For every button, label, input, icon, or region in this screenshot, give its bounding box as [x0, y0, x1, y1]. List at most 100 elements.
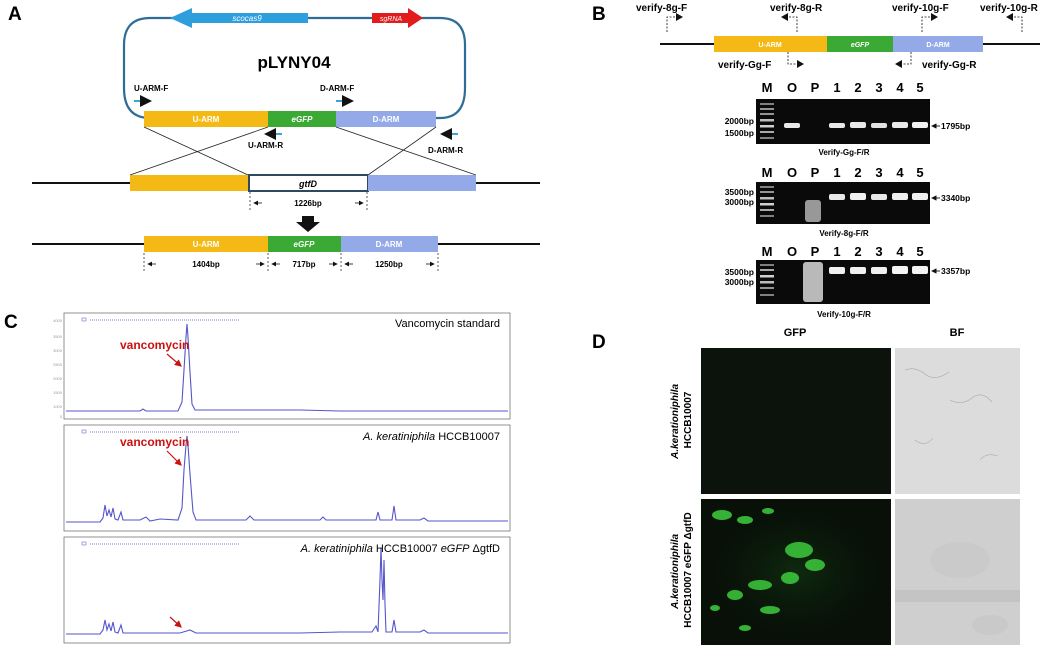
- gel1-lane-header: M O P 1 2 3 4 5: [762, 80, 924, 95]
- svg-text:3: 3: [875, 80, 882, 95]
- result-uarm-label: U-ARM: [193, 240, 220, 249]
- chromatogram-2-trace: [66, 435, 508, 523]
- gel1-image: [756, 99, 930, 144]
- scocas9-label: scocas9: [232, 14, 262, 23]
- locus-darm-label: D-ARM: [926, 42, 949, 49]
- svg-text:1000: 1000: [53, 404, 63, 409]
- panel-b-letter: B: [592, 4, 606, 25]
- chromosome-uarm: [130, 175, 248, 191]
- panel-d: D GFP BF A.kerationiphila HCCB10007 A.ke…: [592, 327, 1020, 645]
- gel3-bands: [760, 262, 928, 302]
- primer-10g-r-label: verify-10g-R: [980, 3, 1039, 14]
- gtfd-label: gtfD: [298, 179, 317, 189]
- chromatogram-2-frame: [63, 424, 511, 532]
- chromatogram-1-trace: [66, 323, 508, 412]
- column-bf-label: BF: [950, 327, 965, 339]
- gel2-band-size: 3340bp: [941, 193, 970, 203]
- chromatogram-1-title: Vancomycin standard: [395, 318, 500, 330]
- primer-10g-f-arrow: [931, 13, 938, 21]
- svg-text:M: M: [762, 244, 773, 259]
- svg-text:2500: 2500: [53, 362, 63, 367]
- svg-text:4: 4: [896, 80, 904, 95]
- svg-text:2000: 2000: [53, 376, 63, 381]
- insert-egfp: [268, 111, 336, 127]
- primer-gg-f-arrow: [797, 60, 804, 68]
- result-darm-label: D-ARM: [376, 240, 403, 249]
- scocas9-gene-arrow: [170, 8, 308, 28]
- chromatogram-3-arrow: [169, 616, 182, 628]
- chromosome-darm: [368, 175, 476, 191]
- primer-10g-f-label: verify-10g-F: [892, 3, 949, 14]
- primer-gg-f-label: verify-Gg-F: [718, 60, 771, 71]
- primer-darm-f-label: D-ARM-F: [320, 84, 354, 93]
- panel-d-letter: D: [592, 332, 606, 353]
- gel1-marker-lo: 1500bp: [725, 128, 754, 138]
- gel1-marker-hi: 2000bp: [725, 116, 754, 126]
- chromatogram-1-frame: [63, 312, 511, 420]
- column-gfp-label: GFP: [784, 327, 807, 339]
- gel3-marker-lo: 3000bp: [725, 277, 754, 287]
- gtfd-length-label: 1226bp: [294, 199, 322, 208]
- length-darm-label: 1250bp: [375, 260, 403, 269]
- gel3-band-size: 3357bp: [941, 266, 970, 276]
- insert-egfp-label: eGFP: [292, 115, 314, 124]
- gel2-caption: Verify-8g-F/R: [819, 229, 869, 238]
- chromatogram-3-title: A. keratiniphila HCCB10007 eGFP ΔgtfD: [300, 543, 500, 555]
- gel1-bands: [760, 103, 928, 139]
- svg-text:1: 1: [833, 244, 840, 259]
- primer-8g-f-arrow: [676, 13, 683, 21]
- svg-text:P: P: [811, 244, 820, 259]
- result-egfp-label: eGFP: [294, 240, 316, 249]
- row-2-label: A.kerationiphila HCCB10007 eGFP ΔgtfD: [670, 512, 694, 627]
- result-darm: [341, 236, 438, 252]
- locus-uarm-label: U-ARM: [758, 42, 781, 49]
- insert-uarm: [144, 111, 268, 127]
- svg-text:3000: 3000: [53, 348, 63, 353]
- chromatogram-3-frame: [63, 536, 511, 644]
- gel3-marker-hi: 3500bp: [725, 267, 754, 277]
- gel1-band-size: 1795bp: [941, 121, 970, 131]
- primer-uarm-f-label: U-ARM-F: [134, 84, 168, 93]
- primer-uarm-r-label: U-ARM-R: [248, 141, 283, 150]
- gel3-caption: Verify-10g-F/R: [817, 310, 871, 319]
- svg-text:0: 0: [60, 414, 63, 419]
- gel2-lane-header: M O P 1 2 3 4 5: [762, 165, 924, 180]
- chromatogram-1-arrow: [166, 353, 182, 367]
- svg-text:O: O: [787, 80, 797, 95]
- gel3-lane-header: M O P 1 2 3 4 5: [762, 244, 924, 259]
- svg-text:1: 1: [833, 80, 840, 95]
- primer-gg-r-arrow: [895, 60, 902, 68]
- primer-8g-f-label: verify-8g-F: [636, 3, 687, 14]
- crossover-lines: [129, 126, 477, 176]
- svg-text:1: 1: [833, 165, 840, 180]
- length-egfp-label: 717bp: [292, 260, 315, 269]
- svg-text:M: M: [762, 165, 773, 180]
- panel-a-letter: A: [8, 4, 22, 25]
- primer-8g-r-label: verify-8g-R: [770, 3, 823, 14]
- svg-text:3500: 3500: [53, 334, 63, 339]
- svg-text:5: 5: [916, 165, 923, 180]
- svg-text:O: O: [787, 165, 797, 180]
- gel2-bands: [760, 186, 928, 222]
- locus-egfp: [827, 36, 893, 52]
- panel-b: B verify-8g-F verify-8g-R verify-10g-F v…: [592, 3, 1040, 319]
- svg-text:4: 4: [896, 165, 904, 180]
- svg-text:P: P: [811, 165, 820, 180]
- plasmid-name: pLYNY04: [257, 53, 331, 72]
- gfp-image-wildtype: [701, 348, 891, 494]
- panel-a: A scocas9 sgRNA pLYNY04 U-ARM-F D-ARM-F …: [8, 4, 540, 272]
- insert-darm-label: D-ARM: [373, 115, 400, 124]
- svg-text:O: O: [787, 244, 797, 259]
- svg-text:4000: 4000: [53, 318, 63, 323]
- svg-text:4: 4: [896, 244, 904, 259]
- chromatogram-1-annotation: vancomycin: [120, 338, 189, 352]
- sgrna-gene-arrow: [372, 8, 423, 28]
- insert-darm: [336, 111, 436, 127]
- locus-darm: [893, 36, 983, 52]
- svg-text:2: 2: [854, 165, 861, 180]
- gel2-marker-lo: 3000bp: [725, 197, 754, 207]
- chromatogram-2-arrow: [166, 450, 182, 466]
- primer-8g-r-arrow: [781, 13, 788, 21]
- plasmid-backbone: [122, 16, 467, 120]
